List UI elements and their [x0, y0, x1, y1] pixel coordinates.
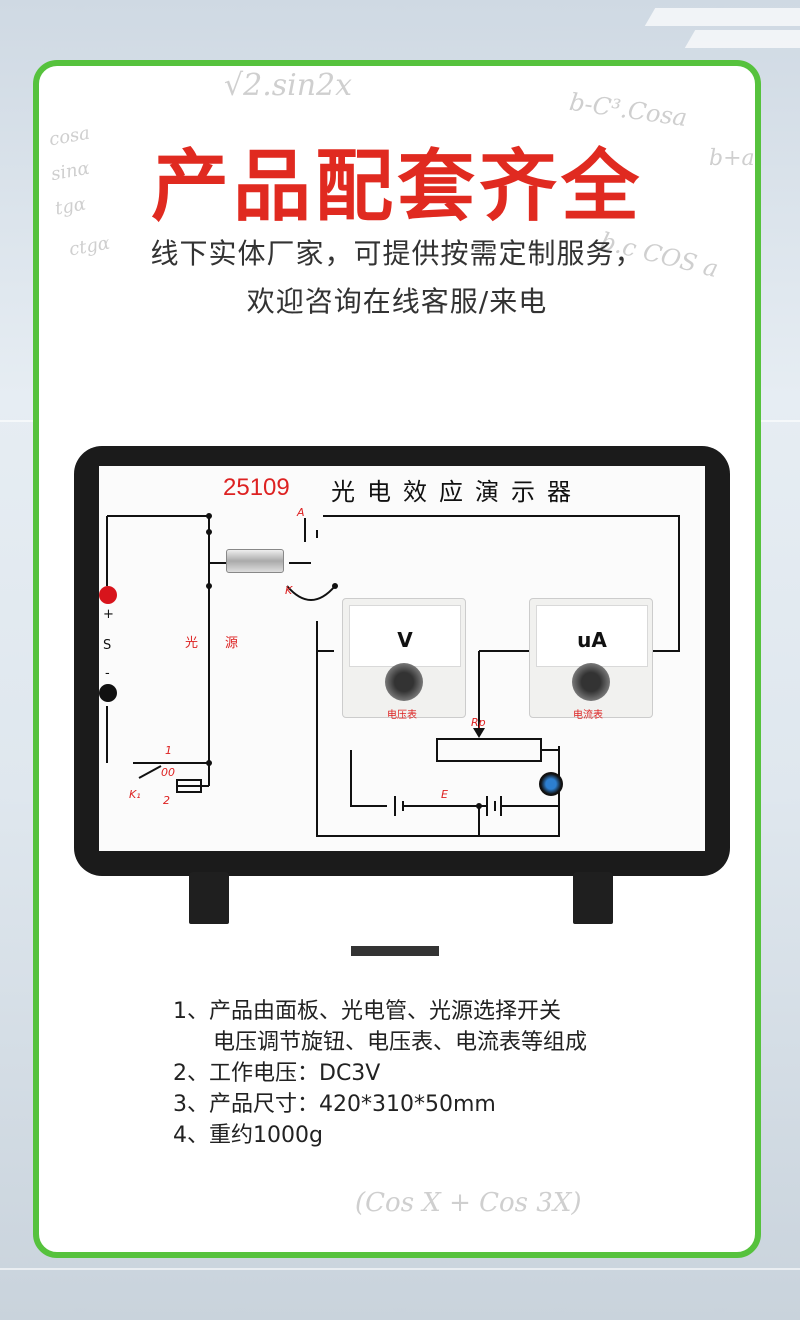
left-stand: [189, 872, 229, 924]
negative-terminal[interactable]: [99, 684, 117, 702]
spec-line: 1、产品由面板、光电管、光源选择开关: [173, 999, 561, 1024]
label-1: 1: [165, 744, 172, 757]
spec-line: 3、产品尺寸：420*310*50mm: [173, 1092, 496, 1117]
background-shelf: [0, 1268, 800, 1270]
label-source: 源: [225, 636, 239, 651]
label-light: 光: [185, 636, 199, 651]
right-stand: [573, 872, 613, 924]
spec-line: 电压调节旋钮、电压表、电流表等组成: [213, 1030, 588, 1055]
label-2: 2: [163, 794, 170, 807]
ceiling-light: [684, 30, 800, 48]
spec-line: 2、工作电压：DC3V: [173, 1061, 381, 1086]
phototube: [226, 549, 284, 573]
label-plus: +: [103, 607, 114, 622]
subtitle-line-2: 欢迎咨询在线客服/来电: [246, 285, 548, 318]
label-e: E: [441, 788, 448, 801]
label-k1: K₁: [129, 788, 141, 801]
math-doodle: b+a: [709, 146, 755, 171]
label-00: 00: [161, 766, 175, 779]
ammeter-caption: 电流表: [573, 710, 603, 721]
label-k: K: [285, 584, 293, 597]
label-minus: -: [105, 666, 110, 681]
base-bar: [351, 946, 439, 956]
voltage-adjust-knob[interactable]: [539, 772, 563, 796]
spec-line: 4、重约1000g: [173, 1123, 323, 1148]
subtitle-line-1: 线下实体厂家，可提供按需定制服务，: [150, 237, 644, 270]
voltmeter-zero-knob[interactable]: [385, 663, 423, 701]
label-a: A: [297, 506, 305, 519]
ammeter-symbol: uA: [577, 628, 607, 652]
content-card: √2.sin2x b-C³.Cosa b+a cosa sinα tgα ctg…: [33, 60, 761, 1258]
page-title: 产品配套齐全: [150, 142, 643, 232]
ammeter: uA: [529, 598, 653, 718]
circuit-diagram: [106, 513, 680, 837]
voltmeter-caption: 电压表: [387, 710, 417, 721]
positive-terminal[interactable]: [99, 586, 117, 604]
ammeter-zero-knob[interactable]: [572, 663, 610, 701]
board-model-number: 25109: [223, 474, 290, 501]
ceiling-light: [644, 8, 800, 26]
label-s: S: [103, 638, 112, 653]
math-doodle: (Cos X + Cos 3X): [355, 1188, 582, 1218]
board-name: 光电效应演示器: [331, 478, 583, 506]
voltmeter: V: [342, 598, 466, 718]
voltmeter-dial: V: [349, 605, 461, 667]
math-doodle: √2.sin2x: [224, 68, 353, 103]
label-rp: Rp: [471, 716, 486, 729]
spec-list: 1、产品由面板、光电管、光源选择开关 电压调节旋钮、电压表、电流表等组成 2、工…: [173, 996, 587, 1151]
voltmeter-symbol: V: [397, 628, 413, 652]
ammeter-dial: uA: [536, 605, 648, 667]
